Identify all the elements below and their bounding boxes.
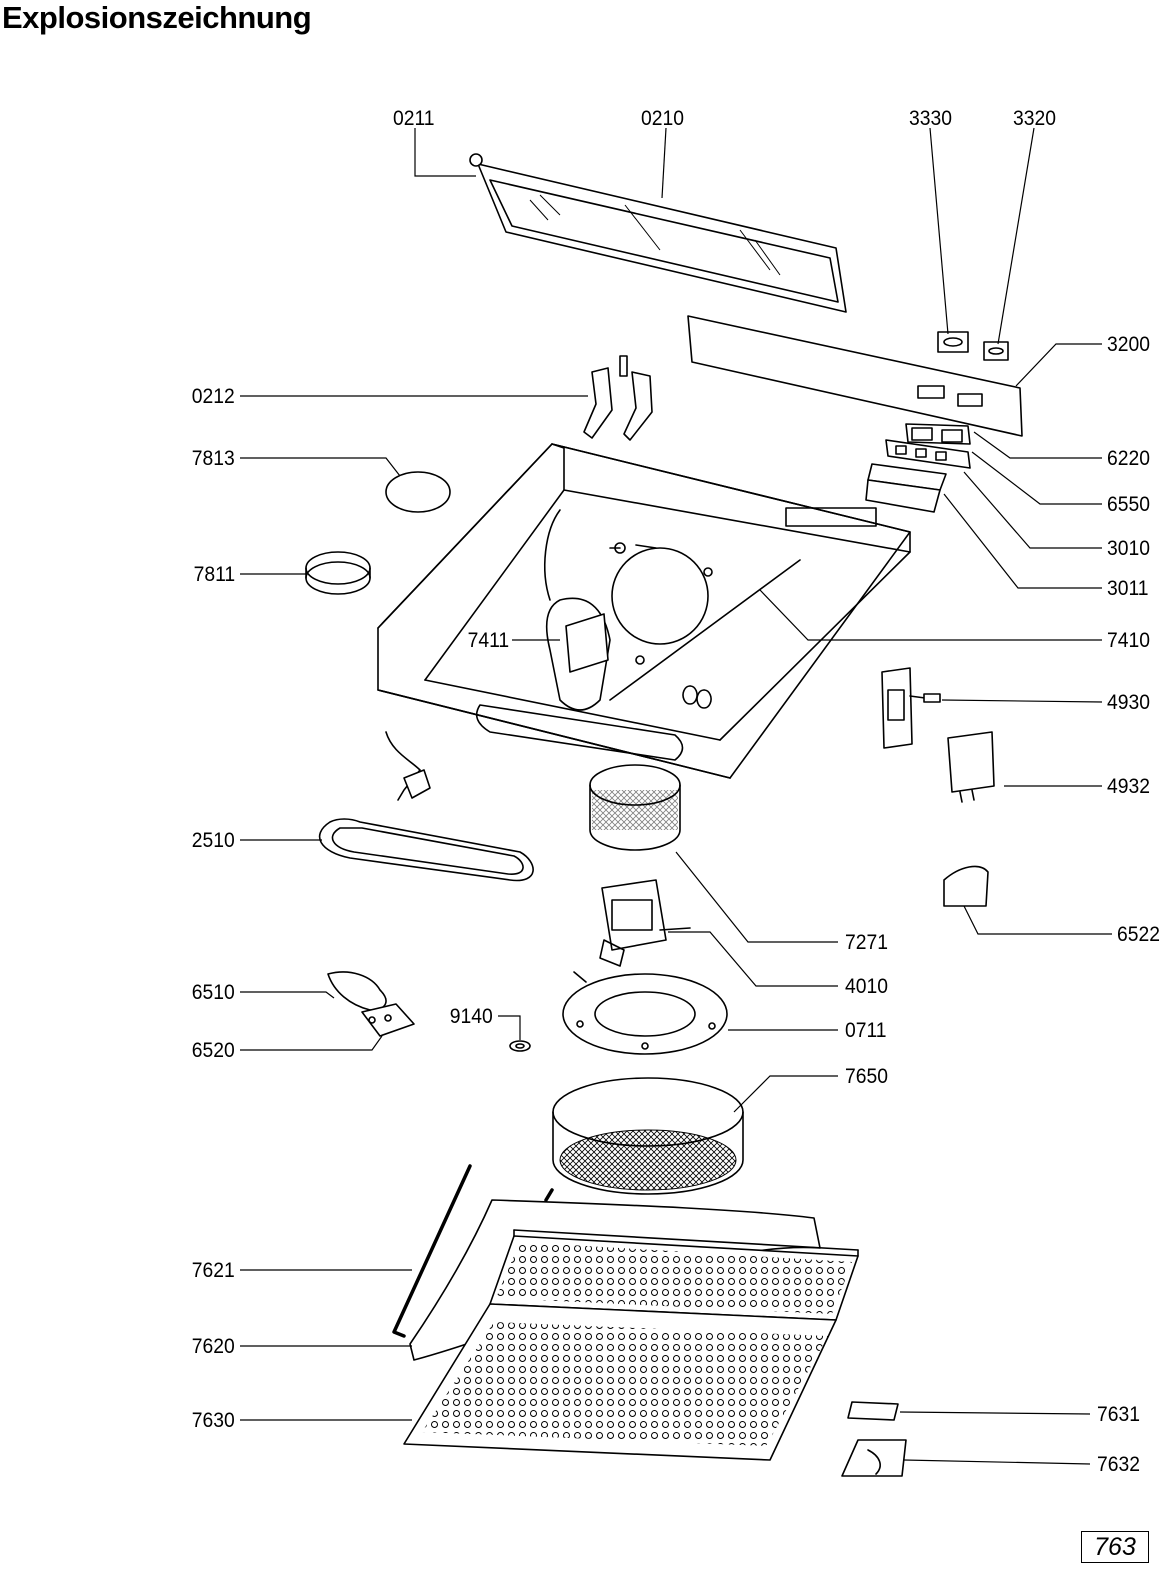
part-0212-brackets: [583, 355, 653, 441]
part-6550-switch-frame: [885, 439, 971, 469]
part-label-7620: 7620: [192, 1335, 235, 1358]
part-label-4932: 4932: [1107, 775, 1150, 798]
part-label-7411: 7411: [467, 629, 509, 652]
part-7811-air-outlet-ring: [305, 551, 371, 595]
part-6522-cover: [943, 865, 989, 907]
power-cord: [385, 731, 431, 801]
part-label-6550: 6550: [1107, 493, 1150, 516]
part-label-7410: 7410: [1107, 629, 1150, 652]
part-label-6520: 6520: [192, 1039, 235, 1062]
part-0211-hinge-pin: [469, 153, 483, 167]
part-6510-lamp-bulb: [327, 971, 387, 1011]
part-label-7271: 7271: [845, 931, 888, 954]
part-label-7631: 7631: [1097, 1403, 1140, 1426]
part-label-4010: 4010: [845, 975, 888, 998]
part-7271-fan-wheel: [589, 764, 681, 851]
leader-lines: [240, 127, 1112, 1465]
part-label-0211: 0211: [393, 107, 435, 130]
part-4930-capacitor-terminal: [881, 667, 941, 749]
part-6520-lamp-holder: [361, 1003, 415, 1037]
part-label-3320: 3320: [1013, 107, 1056, 130]
part-label-0210: 0210: [641, 107, 684, 130]
part-7813-backflow-flap: [385, 471, 451, 513]
part-housing-main-body: [377, 443, 911, 779]
part-3330-button-cap: [937, 331, 969, 353]
part-label-4930: 4930: [1107, 691, 1150, 714]
part-label-7632: 7632: [1097, 1453, 1140, 1476]
part-0711-mounting-plate: [562, 971, 728, 1055]
part-7632-latch-cover: [841, 1439, 907, 1477]
part-label-2510: 2510: [192, 829, 235, 852]
part-3200-control-panel: [687, 315, 1023, 437]
part-label-3200: 3200: [1107, 333, 1150, 356]
part-4010-motor: [599, 879, 691, 967]
part-label-7621: 7621: [192, 1259, 235, 1282]
part-label-0212: 0212: [192, 385, 235, 408]
part-7650-charcoal-filter: [552, 1077, 744, 1195]
part-0210-glass-visor: [477, 163, 847, 313]
part-label-6220: 6220: [1107, 447, 1150, 470]
part-9140-nut: [509, 1040, 531, 1052]
page-title: Explosionszeichnung: [2, 0, 312, 35]
part-3320-button-cap: [983, 341, 1009, 361]
part-7630-grease-filter: [403, 1229, 859, 1461]
part-label-3010: 3010: [1107, 537, 1150, 560]
part-label-7811: 7811: [193, 563, 235, 586]
part-label-3011: 3011: [1107, 577, 1149, 600]
part-label-6522: 6522: [1117, 923, 1160, 946]
page-number-box: 763: [1081, 1531, 1149, 1563]
part-label-0711: 0711: [845, 1019, 887, 1042]
part-label-7813: 7813: [192, 447, 235, 470]
part-3011-button-holder: [865, 479, 941, 513]
part-2510-filter-seal: [318, 818, 534, 882]
part-label-9140: 9140: [450, 1005, 493, 1028]
part-7621-retaining-wire: [392, 1164, 554, 1338]
part-label-6510: 6510: [192, 981, 235, 1004]
part-label-3330: 3330: [909, 107, 952, 130]
part-4932-capacitor: [947, 731, 995, 803]
part-7631-filter-latch: [847, 1401, 899, 1421]
part-label-7630: 7630: [192, 1409, 235, 1432]
part-label-7650: 7650: [845, 1065, 888, 1088]
part-6220-switch: [905, 423, 971, 445]
